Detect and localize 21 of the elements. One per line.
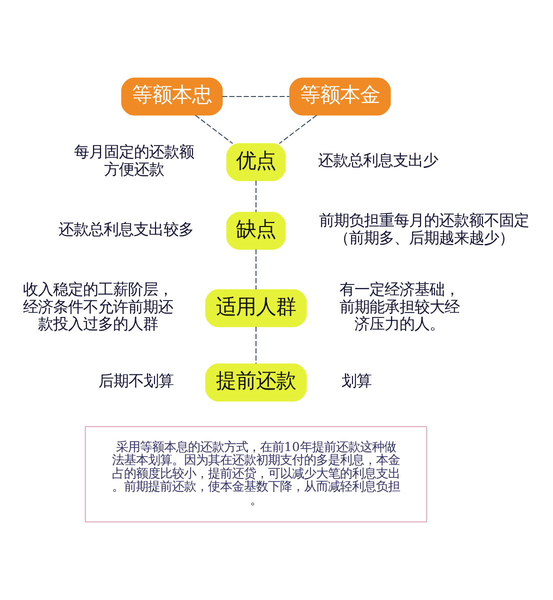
connector: [255, 180, 257, 212]
connector: [222, 96, 290, 98]
label: 划算: [341, 372, 372, 390]
label: 还款总利息支出少: [318, 152, 438, 170]
label: 还款总利息支出较多: [58, 220, 194, 238]
label: 后期不划算: [98, 372, 174, 390]
label: 有一定经济基础，前期能承担较大经济压力的人。: [339, 280, 460, 334]
node-box: 缺点: [226, 212, 286, 250]
node-box: 等额本金: [289, 78, 391, 116]
node-box: 提前还款: [205, 364, 307, 402]
label: 前期负担重每月的还款额不固定（前期多、后期越来越少）: [319, 212, 530, 248]
label: 收入稳定的工薪阶层，经济条件不允许前期还款投入过多的人群: [23, 280, 174, 334]
connector: [278, 114, 317, 144]
node-box: 优点: [226, 143, 286, 182]
node-box: 采用等额本息的还款方式，在前10年提前还款这种做法基本划算。因为其在还款初期支付的多是利息，本金占的额度比较小，提前还贷，可以减少大笔的利息支出。前期提前还款，使本金基数下降，从而减轻利息负担。: [84, 426, 428, 522]
node-box: 等额本忠: [121, 78, 223, 116]
node-box: 适用人群: [205, 289, 307, 328]
connector: [255, 326, 257, 364]
connector: [255, 249, 257, 290]
connector: [195, 114, 234, 144]
label: 每月固定的还款额方便还款: [74, 143, 194, 178]
